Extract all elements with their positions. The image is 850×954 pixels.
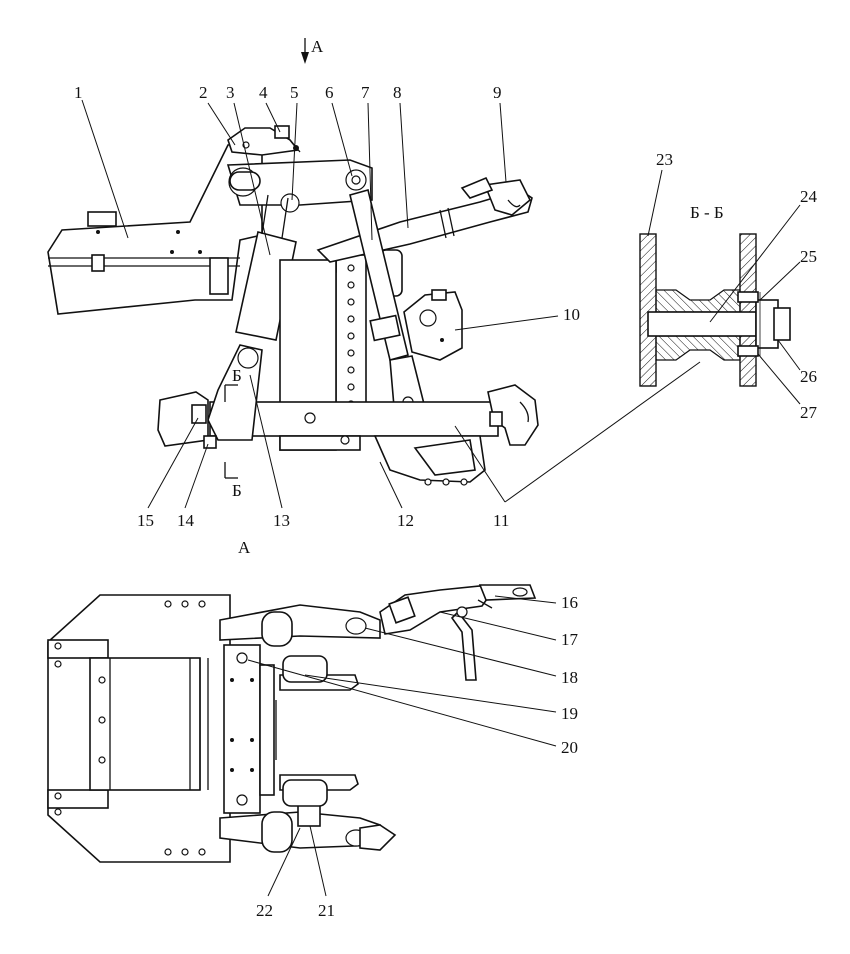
callout-20: 20 [561,738,578,757]
callout-22: 22 [256,901,273,920]
top-view-callouts: 16 17 18 19 20 21 22 [247,593,579,920]
section-callouts: 23 24 25 26 27 [647,150,818,422]
section-mark-top: Б [224,366,242,402]
lower-beam [209,384,539,451]
callout-7: 7 [361,83,370,102]
side-view: А [47,37,701,530]
section-mark-top-label: Б [232,366,242,385]
callout-5: 5 [290,83,299,102]
callout-2: 2 [199,83,208,102]
callout-14: 14 [177,511,195,530]
callout-10: 10 [563,305,580,324]
callout-15: 15 [137,511,154,530]
side-hook-assembly [403,289,463,361]
lower-lift-arm [157,344,263,449]
callout-18: 18 [561,668,578,687]
callout-17: 17 [561,630,579,649]
callout-6: 6 [325,83,334,102]
callout-24: 24 [800,187,818,206]
section-title: Б - Б [690,203,724,222]
callout-8: 8 [393,83,402,102]
callout-26: 26 [800,367,817,386]
view-a-title: А [238,538,251,557]
callout-23: 23 [656,150,673,169]
callout-19: 19 [561,704,578,723]
top-view: А [47,538,579,920]
top-bracket [227,125,301,156]
section-mark-bottom: Б [224,462,242,500]
section-b-b: Б - Б 23 24 25 26 27 [639,150,818,422]
callout-9: 9 [493,83,502,102]
lower-support [373,435,486,486]
callout-25: 25 [800,247,817,266]
upper-lift-arm [226,159,373,213]
callout-12: 12 [397,511,414,530]
tractor-frame [47,141,263,315]
callout-13: 13 [273,511,290,530]
callout-1: 1 [74,83,83,102]
callout-16: 16 [561,593,578,612]
view-a-arrow-label: А [311,37,324,56]
view-a-arrow: А [301,37,324,64]
section-mark-bottom-label: Б [232,481,242,500]
side-view-callouts: 1 2 3 4 5 6 7 8 9 10 11 12 [74,83,701,530]
callout-11: 11 [493,511,509,530]
callout-27: 27 [800,403,818,422]
callout-4: 4 [259,83,268,102]
callout-3: 3 [226,83,235,102]
callout-21: 21 [318,901,335,920]
